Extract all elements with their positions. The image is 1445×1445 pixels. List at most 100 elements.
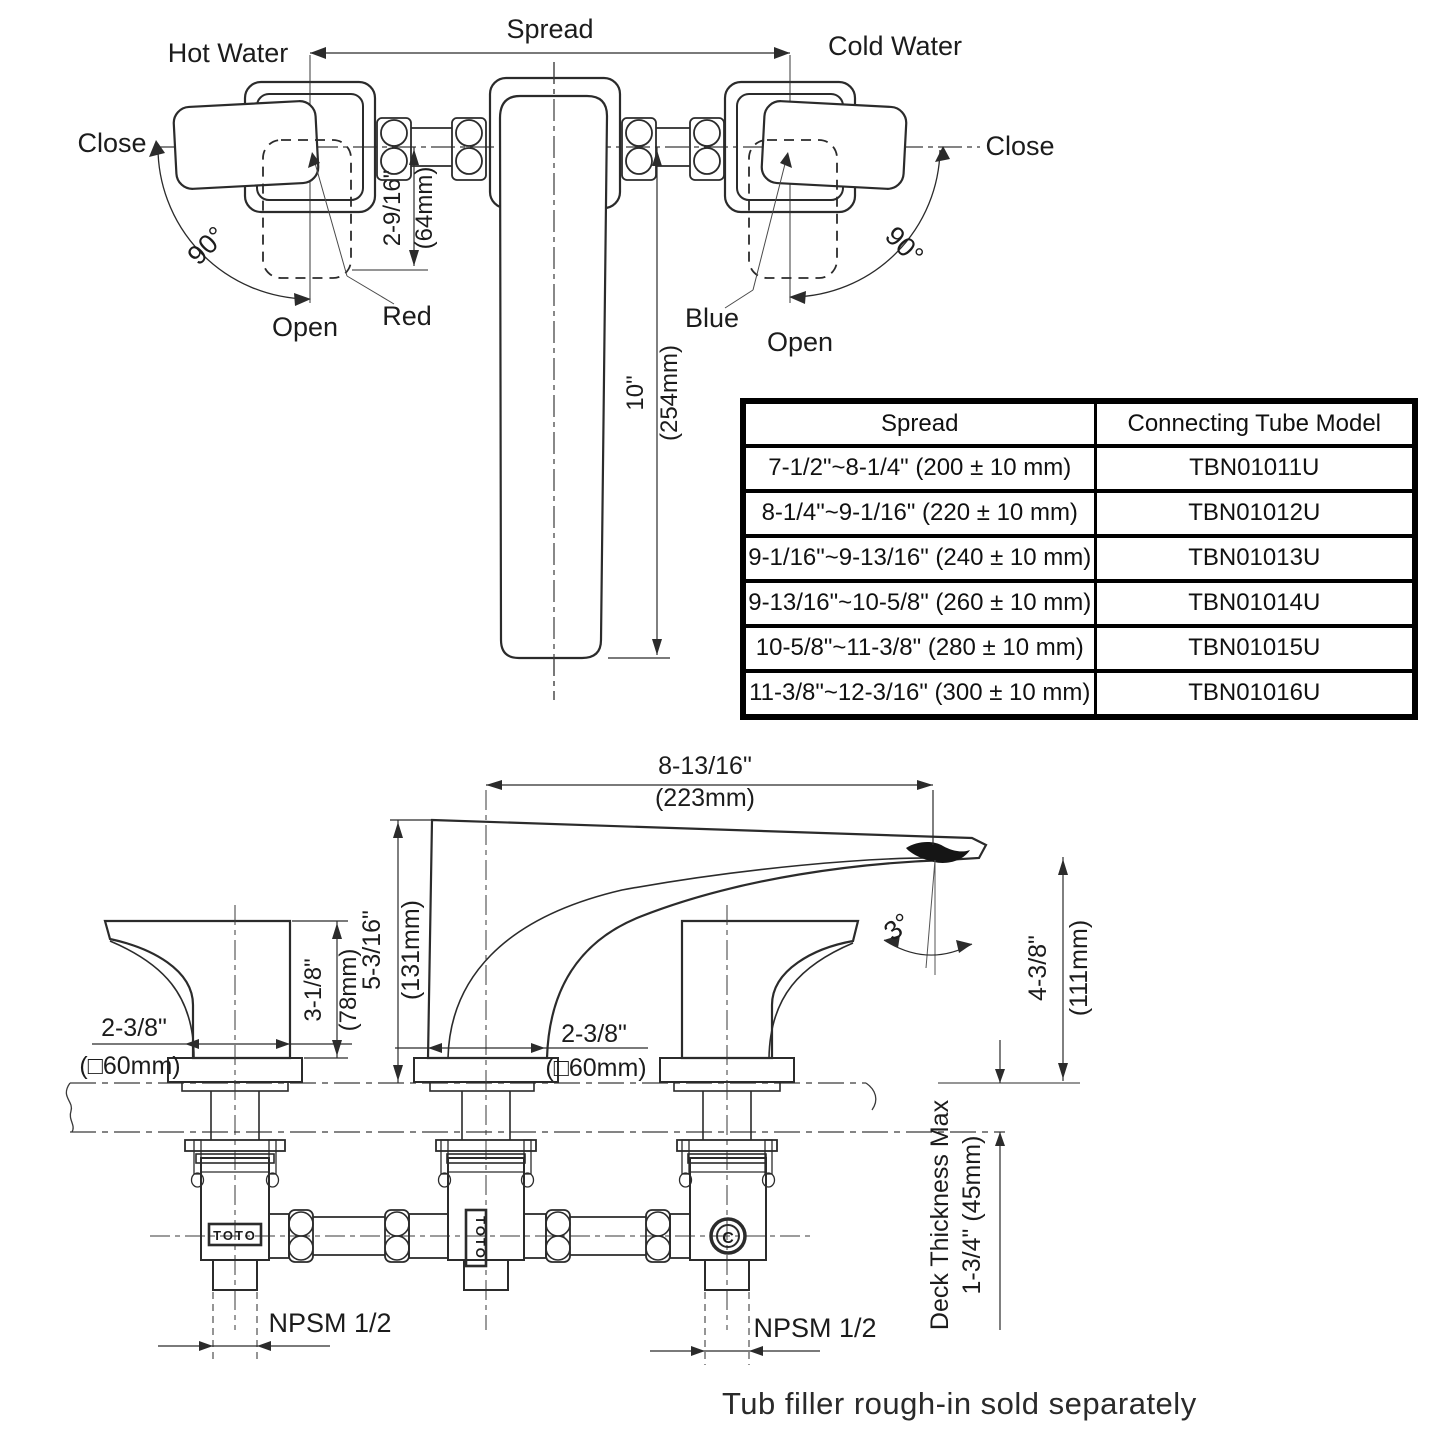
cold-rotation-angle: 90° — [879, 221, 929, 271]
spread-range-cell: 8-1/4"~9-1/16" (220 ± 10 mm) — [741, 489, 1097, 538]
reach-dim-mm: (223mm) — [655, 784, 755, 812]
table-header-row: Spread Connecting Tube Model — [741, 399, 1417, 448]
connecting-tubes-top-view — [376, 117, 725, 181]
height-dim-mm: (131mm) — [397, 900, 425, 1000]
arrow-icon — [409, 250, 419, 266]
deck-break-squiggle — [865, 1082, 877, 1111]
arrow-icon — [995, 1132, 1005, 1146]
close-label-right: Close — [985, 131, 1054, 161]
deck-thickness-label-line1: Deck Thickness Max — [926, 1099, 954, 1330]
left-base-dim-mm: (□60mm) — [79, 1052, 180, 1080]
arrow-icon — [393, 1065, 403, 1081]
outlet-height-dim-mm: (111mm) — [1065, 920, 1093, 1016]
center-base-dim-mm: (□60mm) — [545, 1054, 646, 1082]
hot-open-position-phantom — [262, 139, 352, 279]
close-label-left: Close — [77, 128, 146, 158]
npsm-left-label: NPSM 1/2 — [268, 1308, 391, 1338]
handle-offset-dim-mm: (64mm) — [411, 167, 438, 250]
arrow-icon — [995, 1069, 1005, 1083]
reach-dim-in: 8-13/16" — [658, 752, 752, 780]
outlet-tilt-line — [925, 859, 936, 969]
arrow-icon — [257, 1341, 271, 1351]
handle-height-dim-mm: (78mm) — [335, 949, 362, 1032]
deck-thickness-label-line2: 1-3/4" (45mm) — [958, 1136, 986, 1295]
right-handle-side-view — [659, 919, 860, 1140]
tube-model-cell: TBN01014U — [1093, 579, 1417, 628]
handle-height-dim-in: 3-1/8" — [300, 958, 327, 1021]
deck-edge-break — [65, 1082, 74, 1133]
spout-rough-in-valve — [384, 1139, 646, 1291]
arrow-icon — [652, 150, 662, 166]
height-dim-line — [390, 819, 432, 1083]
table-row: 9-13/16"~10-5/8" (260 ± 10 mm) TBN01014U — [741, 579, 1417, 628]
npsm-right-ext-lines — [704, 1292, 750, 1365]
npsm-right-label: NPSM 1/2 — [753, 1313, 876, 1343]
cold-rough-in-valve — [645, 1139, 778, 1291]
spout-length-dim-mm: (254mm) — [656, 345, 683, 441]
arrow-icon — [199, 1341, 213, 1351]
arrow-icon — [935, 146, 950, 162]
cold-rotation-arc — [792, 149, 941, 298]
arrow-icon — [332, 923, 342, 939]
spread-range-cell: 9-13/16"~10-5/8" (260 ± 10 mm) — [741, 579, 1097, 628]
toto-logo-center: TOTO — [473, 1216, 488, 1260]
cold-mark-icon: C — [722, 1230, 734, 1247]
table-row: 7-1/2"~8-1/4" (200 ± 10 mm) TBN01011U — [741, 444, 1417, 493]
left-base-dim-in: 2-3/8" — [101, 1014, 167, 1042]
table-row: 10-5/8"~11-3/8" (280 ± 10 mm) TBN01015U — [741, 624, 1417, 673]
spout-side-view — [413, 818, 988, 1140]
handle-offset-dim-in: 2-9/16" — [379, 170, 406, 247]
hot-rough-in-valve — [184, 1139, 385, 1291]
spread-range-cell: 7-1/2"~8-1/4" (200 ± 10 mm) — [741, 444, 1097, 493]
arrow-icon — [185, 1039, 199, 1049]
tube-model-cell: TBN01011U — [1093, 444, 1417, 493]
arrow-icon — [652, 639, 662, 655]
height-dim-in: 5-3/16" — [358, 910, 386, 990]
column-header-spread: Spread — [741, 399, 1097, 448]
top-view-diagram: Spread 90° Hot Water Close Open Red 2-9/… — [77, 14, 1055, 700]
arrow-icon — [789, 291, 806, 304]
arrow-icon — [1058, 1063, 1068, 1079]
arrow-icon — [393, 822, 403, 838]
arrow-icon — [917, 780, 933, 790]
spread-range-cell: 10-5/8"~11-3/8" (280 ± 10 mm) — [741, 624, 1097, 673]
tube-model-cell: TBN01013U — [1093, 534, 1417, 583]
arrow-icon — [691, 1346, 705, 1356]
arrow-icon — [774, 47, 790, 59]
cold-handle-top-view — [723, 80, 941, 298]
spout-angle-label: 3° — [878, 907, 917, 947]
arrow-icon — [332, 1040, 342, 1056]
blue-indicator-label: Blue — [685, 303, 739, 333]
red-leader-line — [312, 155, 395, 305]
tube-model-cell: TBN01016U — [1093, 669, 1417, 719]
side-view-diagram: 3° 8-13/16" (223mm) 5-3/16" (131mm) 3-1/… — [65, 752, 1093, 1365]
spout-top-view — [488, 76, 622, 660]
footer-note: Tub filler rough-in sold separately — [722, 1386, 1197, 1421]
arrow-icon — [956, 940, 972, 953]
center-base-dim-in: 2-3/8" — [561, 1020, 627, 1048]
cold-open-position-phantom — [748, 139, 838, 279]
arrow-icon — [294, 293, 311, 306]
hot-handle-top-view — [157, 80, 428, 300]
table-row: 9-1/16"~9-13/16" (240 ± 10 mm) TBN01013U — [741, 534, 1417, 583]
arrow-icon — [308, 152, 320, 168]
arrow-icon — [486, 780, 502, 790]
tube-model-cell: TBN01015U — [1093, 624, 1417, 673]
cold-water-label: Cold Water — [828, 31, 962, 61]
red-indicator-label: Red — [382, 301, 432, 331]
open-label-right: Open — [767, 327, 833, 357]
arrow-icon — [149, 140, 165, 157]
spout-length-dim-in: 10" — [622, 375, 649, 410]
spread-range-cell: 11-3/8"~12-3/16" (300 ± 10 mm) — [741, 669, 1097, 719]
column-header-model: Connecting Tube Model — [1093, 399, 1417, 448]
hot-rotation-arc — [157, 143, 308, 300]
arrow-icon — [276, 1039, 290, 1049]
hot-water-label: Hot Water — [168, 38, 289, 68]
spread-dim-label: Spread — [506, 14, 593, 44]
arrow-icon — [884, 935, 900, 948]
spout-length-dim-line — [608, 147, 670, 659]
handle-height-dim-line — [292, 920, 348, 1059]
table-row: 8-1/4"~9-1/16" (220 ± 10 mm) TBN01012U — [741, 489, 1417, 538]
connecting-tube-table: Spread Connecting Tube Model 7-1/2"~8-1/… — [740, 398, 1418, 720]
